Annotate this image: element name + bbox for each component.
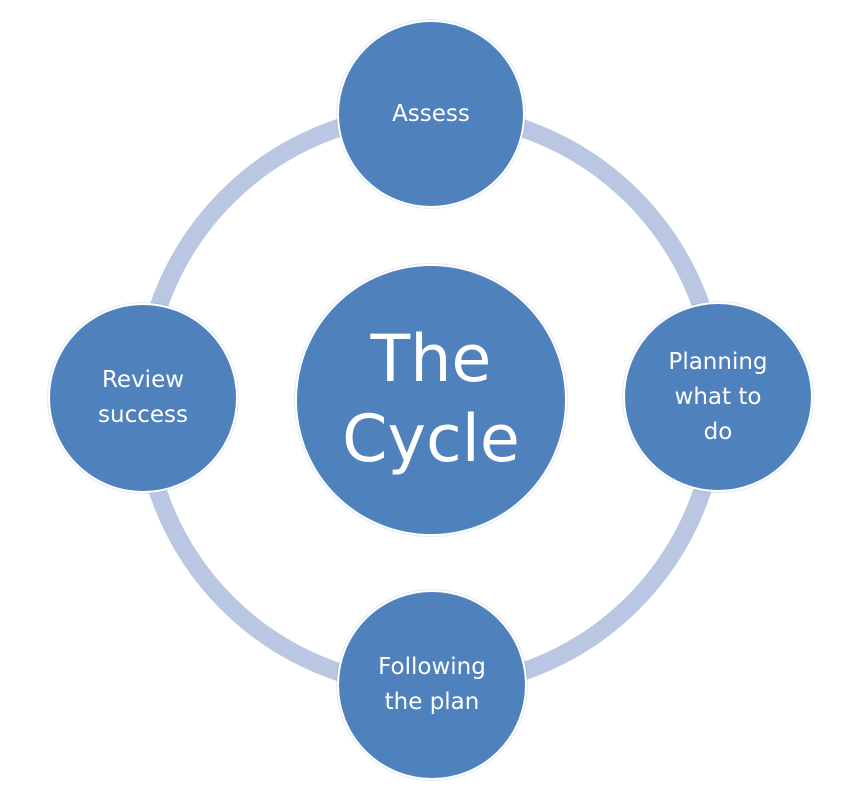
center-node: The Cycle [295,264,567,536]
stage-following-label: Following the plan [378,654,486,715]
stage-planning-node: Planning what to do [623,302,813,492]
stage-review-label: Review success [98,367,188,428]
stage-review-node: Review success [48,303,238,493]
stage-following-node: Following the plan [337,590,527,780]
stage-assess-node: Assess [337,20,525,208]
stage-assess-label: Assess [392,100,470,127]
stage-planning-label: Planning what to do [668,348,768,445]
center-label: The Cycle [342,322,520,477]
